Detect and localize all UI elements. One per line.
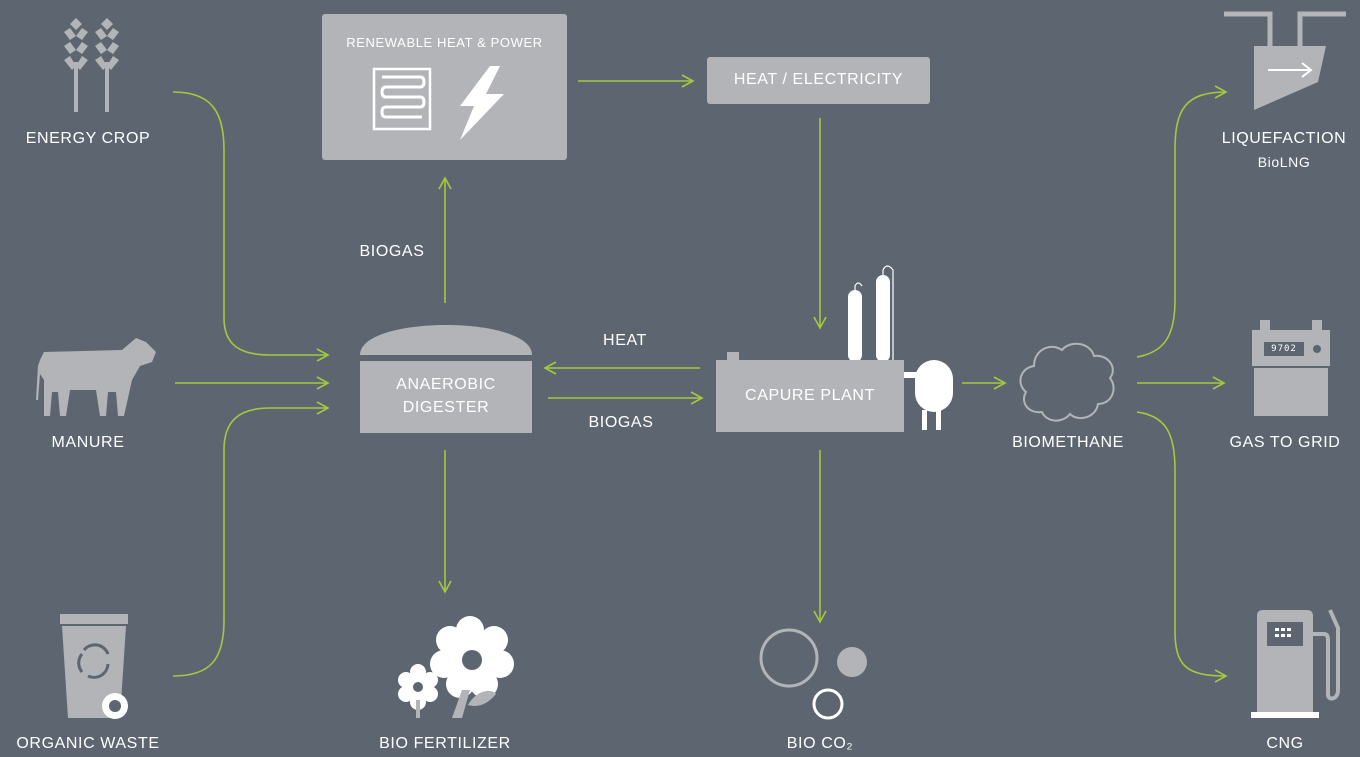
label-biogas-right: BIOGAS (588, 414, 654, 431)
arrow-biomethane-to-cng (1136, 411, 1228, 683)
label-biomethane: BIOMETHANE (1012, 434, 1124, 451)
label-manure: MANURE (51, 434, 125, 451)
digester-icon (360, 325, 532, 433)
flower-icon (398, 616, 514, 718)
label-biogas-up: BIOGAS (359, 243, 425, 260)
renewable-heat-power-title: RENEWABLE HEAT & POWER (346, 35, 543, 50)
radiator-icon (372, 67, 432, 131)
label-organic-waste: ORGANIC WASTE (16, 735, 160, 752)
label-bio-co2: BIO CO₂ (786, 735, 854, 752)
digester-label-line2: DIGESTER (402, 399, 490, 416)
chp-icons (372, 66, 504, 140)
label-gas-to-grid: GAS TO GRID (1229, 434, 1341, 451)
label-heat: HEAT (603, 332, 647, 349)
capture-plant-icon (716, 265, 953, 432)
capture-plant-label: CAPURE PLANT (745, 387, 875, 404)
arrow-energy-crop-to-digester (172, 91, 330, 362)
liquefaction-icon (1224, 11, 1346, 110)
label-biolng: BioLNG (1257, 154, 1311, 170)
heat-electricity-box: HEAT / ELECTRICITY (707, 57, 930, 104)
fuel-pump-icon (1251, 609, 1340, 718)
heat-electricity-label: HEAT / ELECTRICITY (733, 71, 904, 88)
waste-bin-icon (60, 614, 128, 719)
wheat-icon (64, 18, 119, 112)
label-energy-crop: ENERGY CROP (25, 130, 151, 147)
lightning-icon (460, 66, 504, 140)
cloud-icon (1019, 342, 1115, 422)
label-bio-fertilizer: BIO FERTILIZER (379, 735, 511, 752)
cow-icon (36, 338, 156, 416)
label-cng: CNG (1266, 735, 1304, 752)
arrow-waste-to-digester (172, 401, 330, 677)
meter-display: 9702 (1271, 344, 1297, 354)
renewable-heat-power-box: RENEWABLE HEAT & POWER (322, 14, 567, 160)
gas-meter-icon (1252, 320, 1330, 416)
flow-arrows (172, 74, 1228, 683)
digester-label-line1: ANAEROBIC (396, 376, 496, 393)
arrow-biomethane-to-liquefaction (1136, 85, 1228, 358)
bubbles-icon (759, 628, 867, 720)
label-liquefaction: LIQUEFACTION (1221, 130, 1347, 147)
